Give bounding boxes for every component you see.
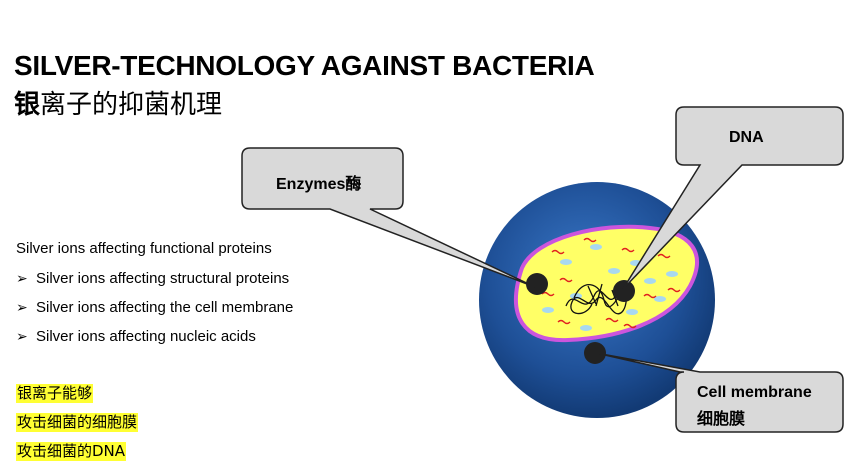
cell-membrane-label: Cell membrane [697,384,812,401]
enzymes-callout-box [241,147,536,288]
subtitle-rest: 离子的抑菌机理 [40,90,223,120]
squiggle-marks [541,237,681,329]
highlight-line: 银离子能够 [16,384,94,403]
page-subtitle: 银离子的抑菌机理 [14,84,222,121]
highlight-line: 攻击细菌的DNA [16,442,127,461]
bullet-list: ➢ Silver ions affecting structural protei… [16,268,293,355]
membrane-callout-box [595,352,844,433]
silver-ion-dna [613,280,635,302]
page-title: SILVER-TECHNOLOGY AGAINST BACTERIA [14,50,595,81]
silver-ion-enzyme [526,273,548,295]
enzymes-label: Enzymes酶 [276,176,362,193]
highlight-line: 攻击细菌的细胞膜 [16,413,139,432]
dna-callout-box [622,106,844,290]
cell-membrane-label-zh: 细胞膜 [697,409,746,428]
subtitle-bold: 银 [14,90,41,120]
arrow-bullet-icon: ➢ [16,299,28,315]
arrow-bullet-icon: ➢ [16,328,28,344]
bullet-item: ➢ Silver ions affecting structural protei… [16,268,293,297]
highlight-block: 银离子能够 攻击细菌的细胞膜 攻击细菌的DNA [16,384,139,471]
arrow-bullet-icon: ➢ [16,270,28,286]
dna-label: DNA [729,129,764,146]
bullet-text: Silver ions affecting structural protein… [36,270,290,287]
bullet-text: Silver ions affecting the cell membrane [36,299,294,316]
bullet-text: Silver ions affecting nucleic acids [36,328,256,345]
bullet-item: ➢ Silver ions affecting nucleic acids [16,326,293,355]
cytoplasm-dots [542,244,678,331]
silver-ion-membrane [584,342,606,364]
lead-text: Silver ions affecting functional protein… [16,240,272,257]
dna-strand [565,281,628,315]
bullet-item: ➢ Silver ions affecting the cell membrane [16,297,293,326]
